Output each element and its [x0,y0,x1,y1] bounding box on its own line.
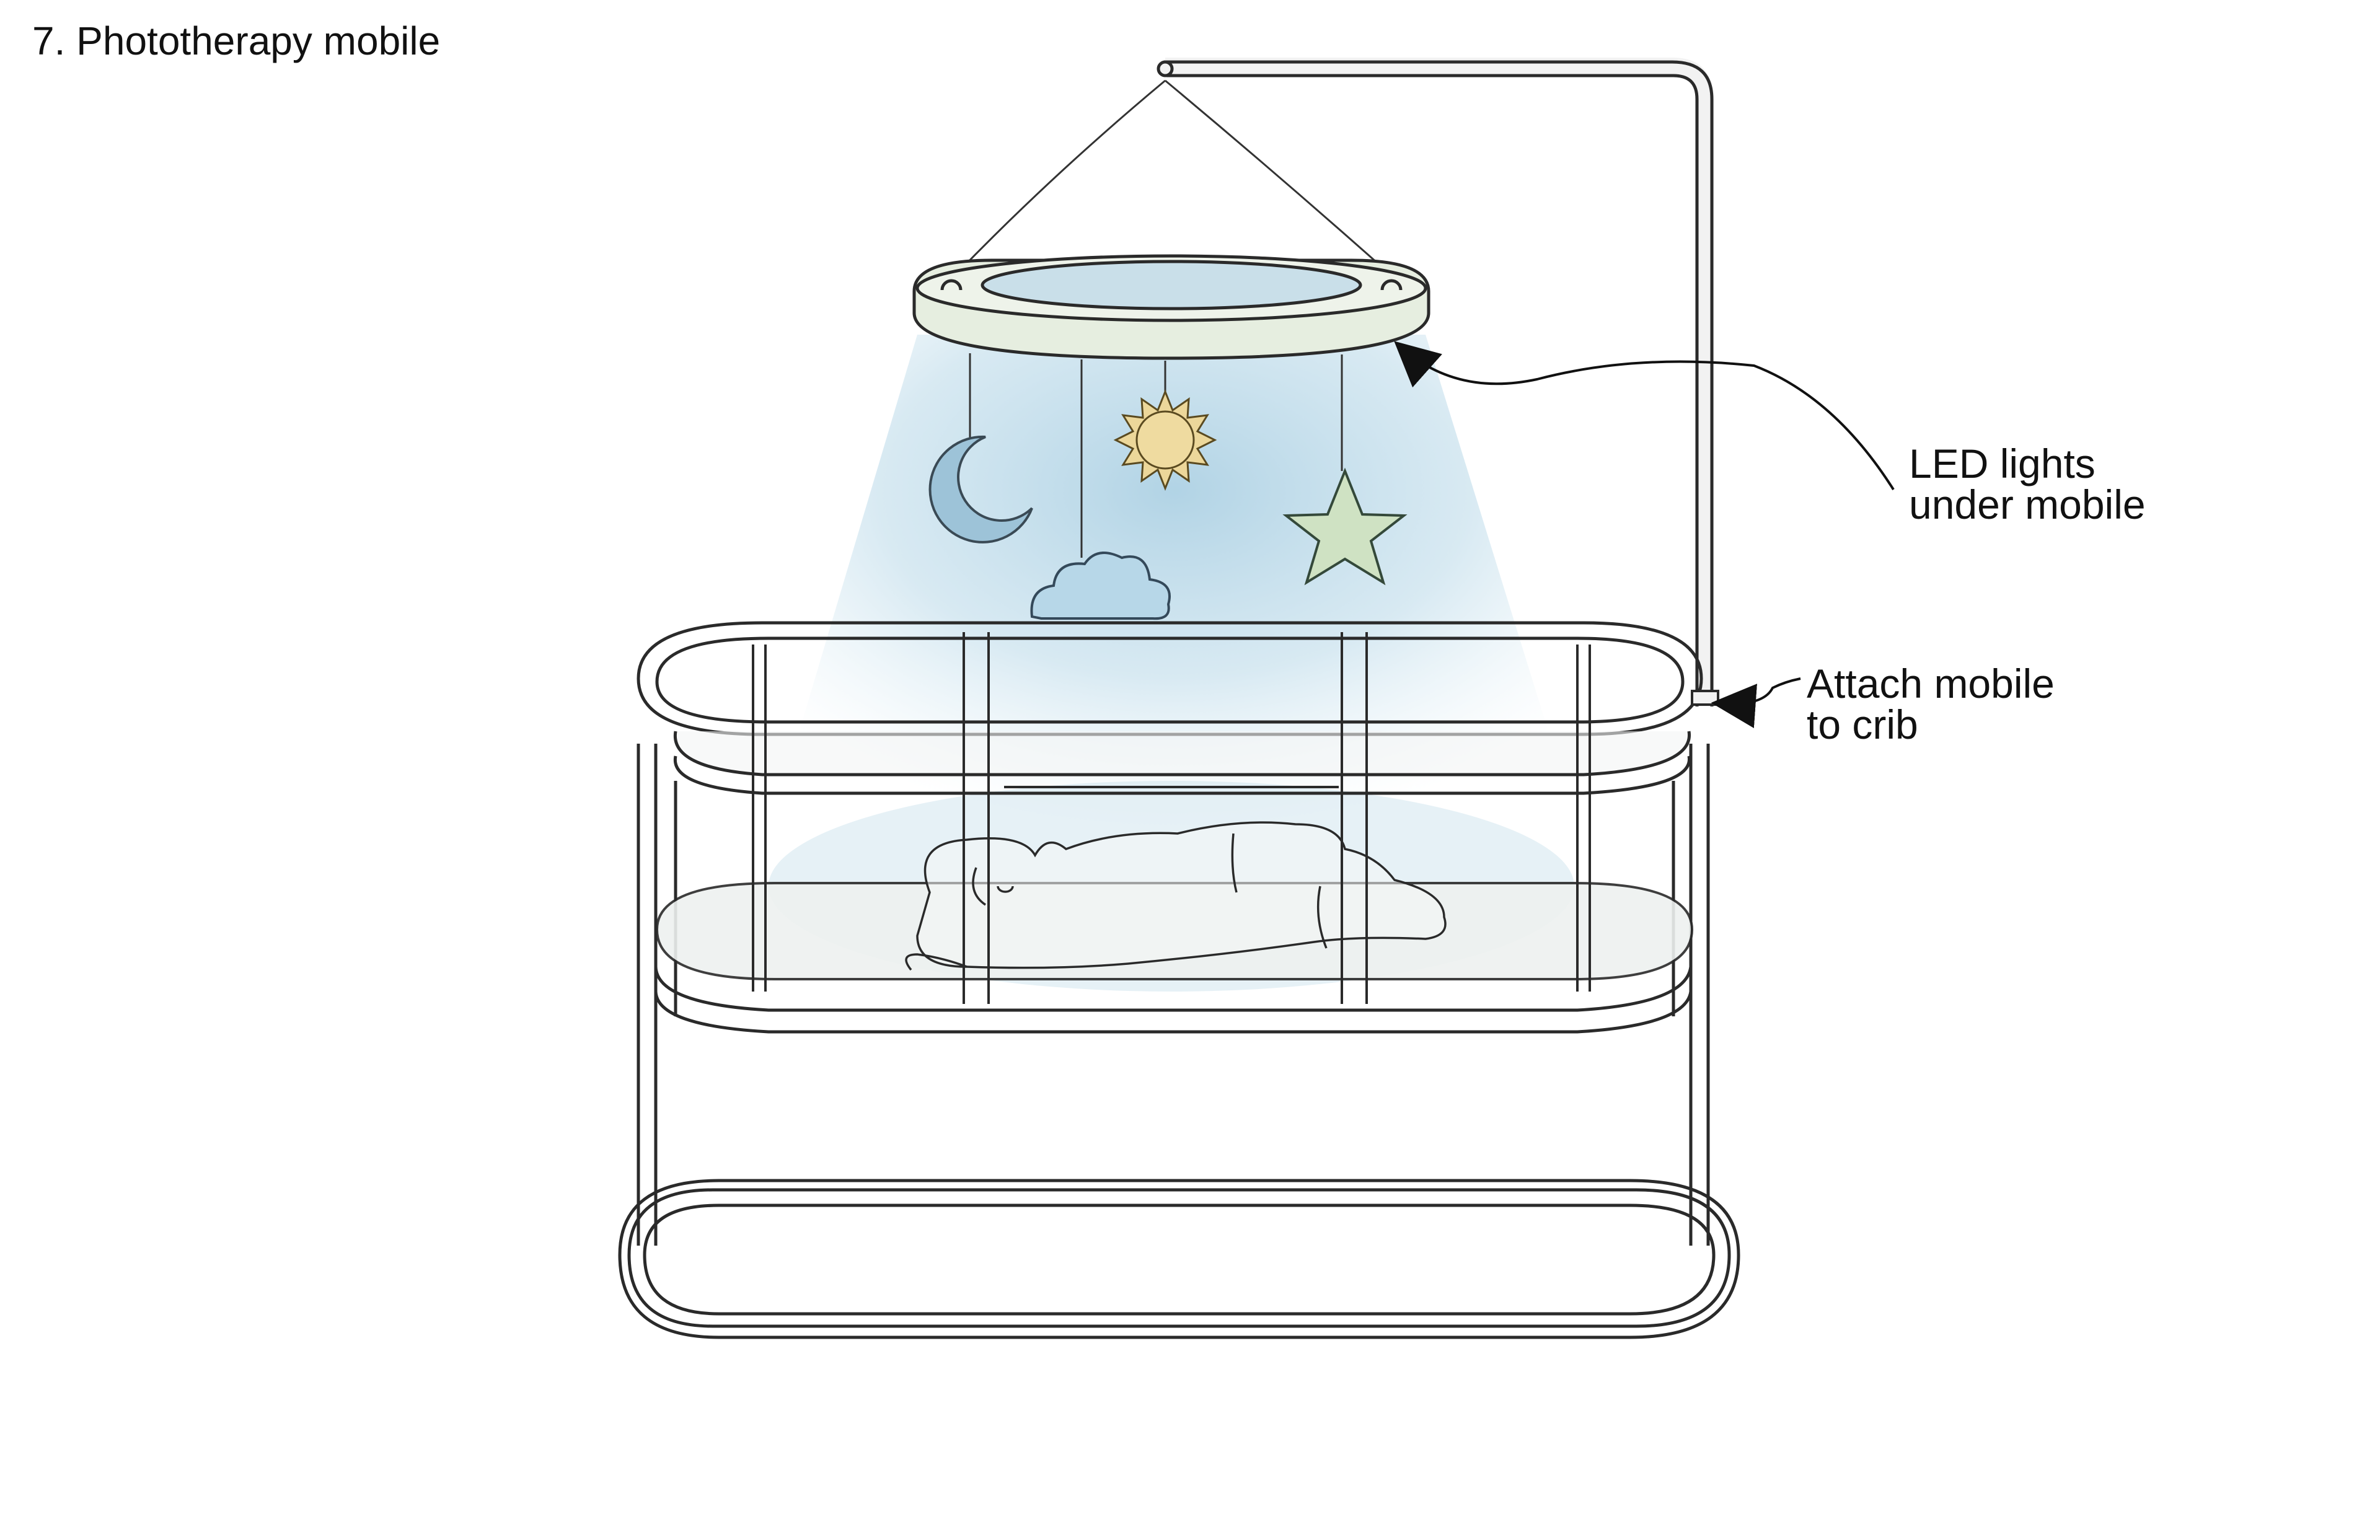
crib-top-rail [637,621,1703,795]
sun-icon [1113,389,1217,491]
baby-figure [905,821,1447,971]
led-label-line-1: LED lights [1909,441,2096,486]
mobile-arm [1157,58,1714,706]
crib-mid-rail [654,966,1693,1034]
led-label-line-2: under mobile [1909,482,2146,527]
crib-slats [752,632,1591,1004]
star-icon [1282,467,1408,586]
attach-callout-leader [1711,677,1801,729]
attach-label-line-2: to crib [1807,702,1918,747]
moon-icon [928,435,1033,543]
crib-base-ring [618,1179,1740,1339]
cloud-icon [1030,552,1171,620]
figure-caption: 7. Phototherapy mobile [32,19,441,63]
attach-label-line-1: Attach mobile [1807,661,2055,706]
mobile-crib-clamp [1691,690,1719,706]
attach-mobile-label: Attach mobile to crib [1807,663,2055,745]
mobile-ring [912,254,1430,360]
led-lights-label: LED lights under mobile [1909,443,2146,525]
led-light-glow [762,335,1587,855]
led-callout-leader [1394,341,1895,491]
